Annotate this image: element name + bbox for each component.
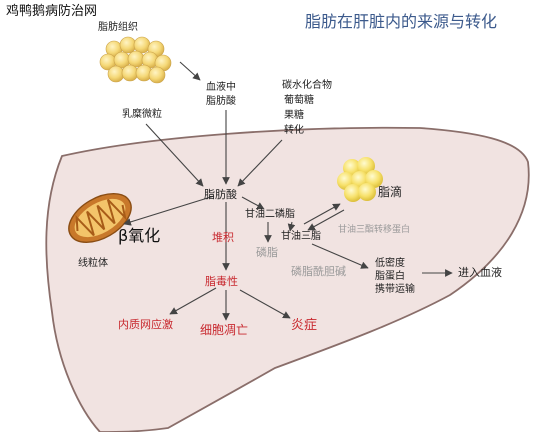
mitochondria-label: 线粒体	[78, 258, 108, 269]
carbohydrate-label-3: 果糖	[284, 110, 304, 121]
triglyceride-label: 甘油三脂	[281, 231, 321, 242]
lipid-droplet-icon	[337, 157, 383, 202]
carbohydrate-label-4: 转化	[284, 125, 304, 136]
adipose-tissue-icon	[99, 36, 172, 84]
fatty-acid-label: 脂肪酸	[204, 188, 237, 201]
blood-fatty-acid-label-2: 脂肪酸	[206, 96, 236, 107]
phospholipid-label: 磷脂	[256, 246, 278, 259]
arrows	[123, 61, 453, 321]
vldl-label-1: 低密度	[375, 258, 405, 269]
lipid-droplet-label: 脂滴	[378, 185, 403, 199]
cell-apoptosis-label: 细胞凋亡	[200, 323, 249, 337]
into-blood-label: 进入血液	[458, 266, 502, 279]
tg-transfer-protein-label: 甘油三酯转移蛋白	[338, 225, 411, 235]
chylomicron-label: 乳糜微粒	[122, 109, 162, 120]
watermark: 鸡鸭鹅病防治网	[6, 4, 98, 19]
liver-outline	[45, 126, 530, 432]
beta-oxidation-label: β氧化	[118, 226, 161, 245]
vldl-label-2: 脂蛋白	[375, 271, 405, 282]
blood-fatty-acid-label-1: 血液中	[206, 82, 236, 93]
er-stress-label: 内质网应激	[118, 318, 173, 331]
diagram-title: 脂肪在肝脏内的来源与转化	[305, 12, 498, 31]
phosphatidylcholine-label: 磷脂酰胆碱	[291, 265, 346, 278]
carbohydrate-label-1: 碳水化合物	[282, 80, 332, 91]
vldl-label-3: 携带运输	[375, 284, 415, 295]
mitochondria-icon	[68, 193, 132, 243]
inflammation-label: 炎症	[291, 318, 318, 333]
lipotoxicity-label: 脂毒性	[205, 275, 238, 288]
adipose-tissue-label: 脂肪组织	[98, 22, 138, 33]
carbohydrate-label-2: 葡萄糖	[284, 95, 314, 106]
diglyceride-label: 甘油二磷脂	[245, 209, 295, 220]
accumulation-label: 堆积	[212, 231, 234, 244]
